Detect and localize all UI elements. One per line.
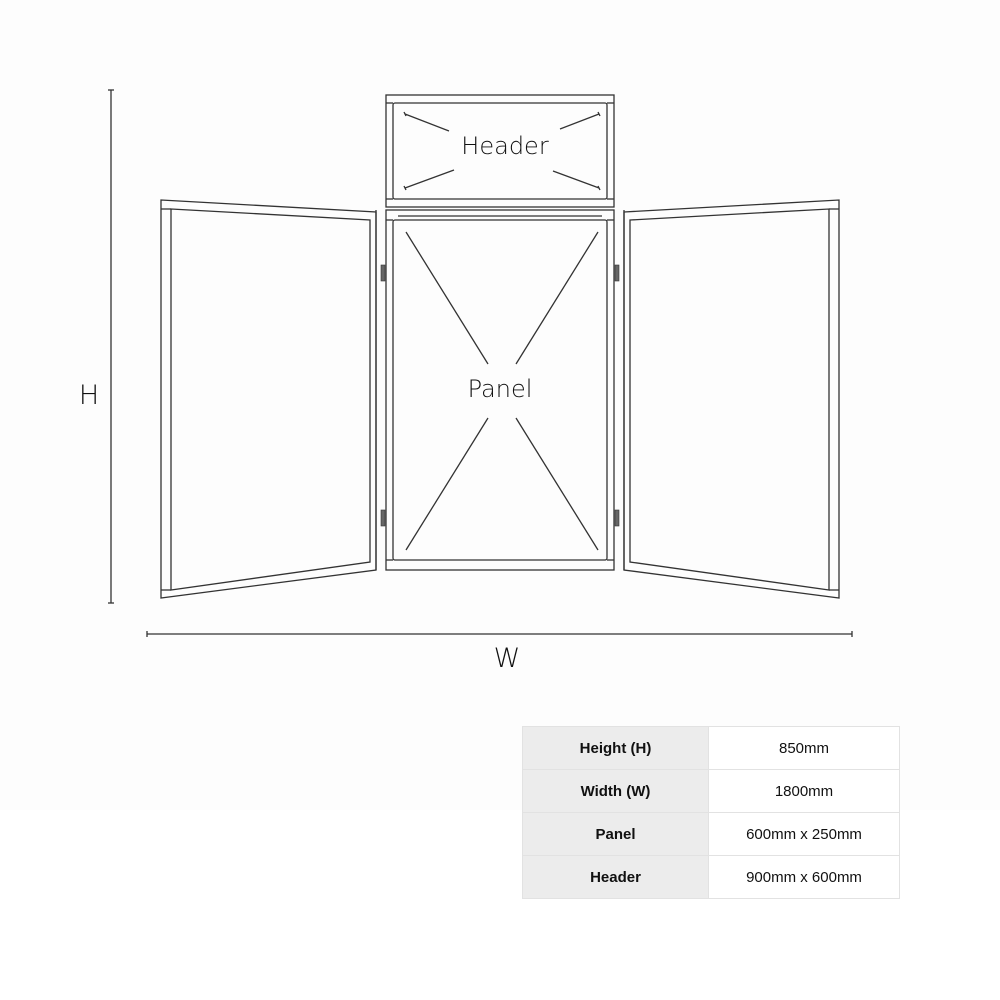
width-dimension-line	[146, 631, 853, 637]
spec-label: Width (W)	[522, 769, 709, 813]
table-row: Header 900mm x 600mm	[522, 855, 900, 899]
left-wing-frame	[160, 199, 377, 599]
spec-label: Header	[522, 855, 709, 899]
height-dimension-line	[108, 89, 114, 604]
header-frame	[385, 94, 615, 208]
table-row: Width (W) 1800mm	[522, 769, 900, 813]
specifications-table: Height (H) 850mm Width (W) 1800mm Panel …	[522, 726, 900, 899]
spec-value: 1800mm	[708, 769, 900, 813]
spec-label: Height (H)	[522, 726, 709, 770]
width-marker-label: W	[493, 643, 521, 674]
table-row: Height (H) 850mm	[522, 726, 900, 770]
panel-label: Panel	[467, 375, 533, 403]
spec-value: 900mm x 600mm	[708, 855, 900, 899]
table-row: Panel 600mm x 250mm	[522, 812, 900, 856]
spec-value: 850mm	[708, 726, 900, 770]
header-label: Header	[461, 132, 549, 160]
diagram-background	[0, 0, 1000, 810]
spec-value: 600mm x 250mm	[708, 812, 900, 856]
right-wing-frame	[623, 199, 840, 599]
height-marker-label: H	[78, 380, 100, 411]
spec-label: Panel	[522, 812, 709, 856]
